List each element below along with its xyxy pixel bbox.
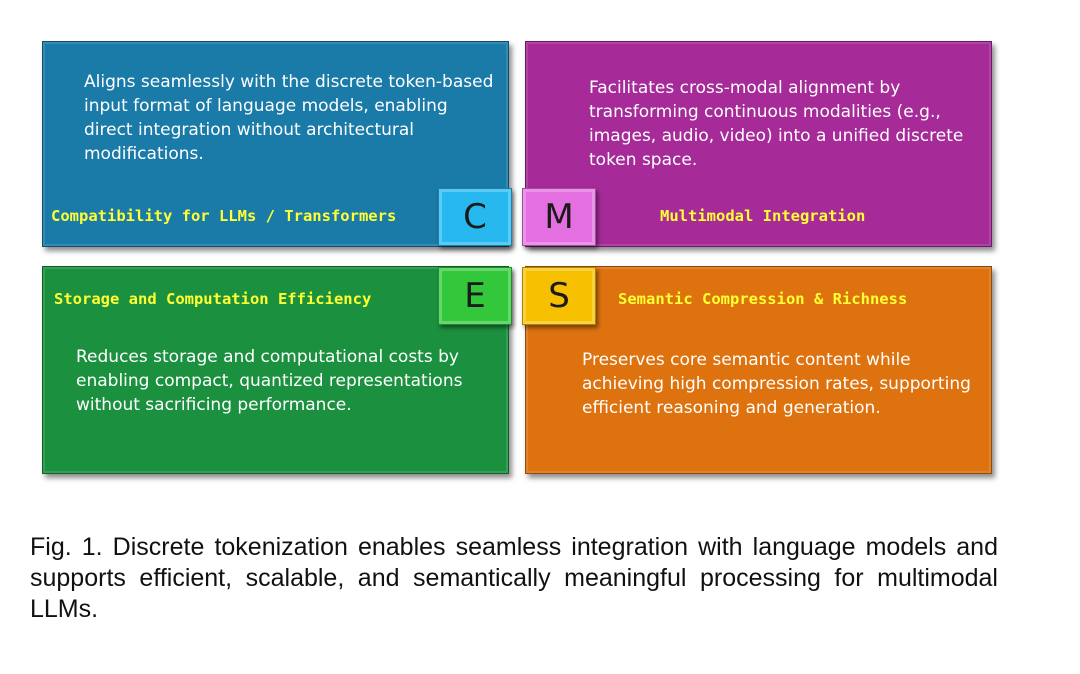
compatibility-description: Aligns seamlessly with the discrete toke…	[84, 72, 494, 164]
semantic-panel: Semantic Compression & Richness Preserve…	[525, 266, 992, 474]
efficiency-title: Storage and Computation Efficiency	[54, 290, 372, 308]
letter-e-badge: E	[438, 267, 512, 325]
semantic-description: Preserves core semantic content while ac…	[582, 350, 971, 418]
multimodal-panel: Facilitates cross-modal alignment by tra…	[525, 41, 992, 247]
letter-s-badge: S	[522, 267, 596, 325]
compatibility-title: Compatibility for LLMs / Transformers	[51, 207, 397, 225]
letter-c-badge: C	[438, 188, 512, 246]
multimodal-title: Multimodal Integration	[660, 207, 866, 225]
multimodal-description: Facilitates cross-modal alignment by tra…	[589, 78, 964, 170]
letter-m-badge: M	[522, 188, 596, 246]
figure-caption: Fig. 1. Discrete tokenization enables se…	[30, 533, 998, 623]
efficiency-panel: Storage and Computation Efficiency Reduc…	[42, 266, 509, 474]
efficiency-description: Reduces storage and computational costs …	[76, 347, 463, 415]
compatibility-panel: Aligns seamlessly with the discrete toke…	[42, 41, 509, 247]
semantic-title: Semantic Compression & Richness	[618, 290, 908, 308]
